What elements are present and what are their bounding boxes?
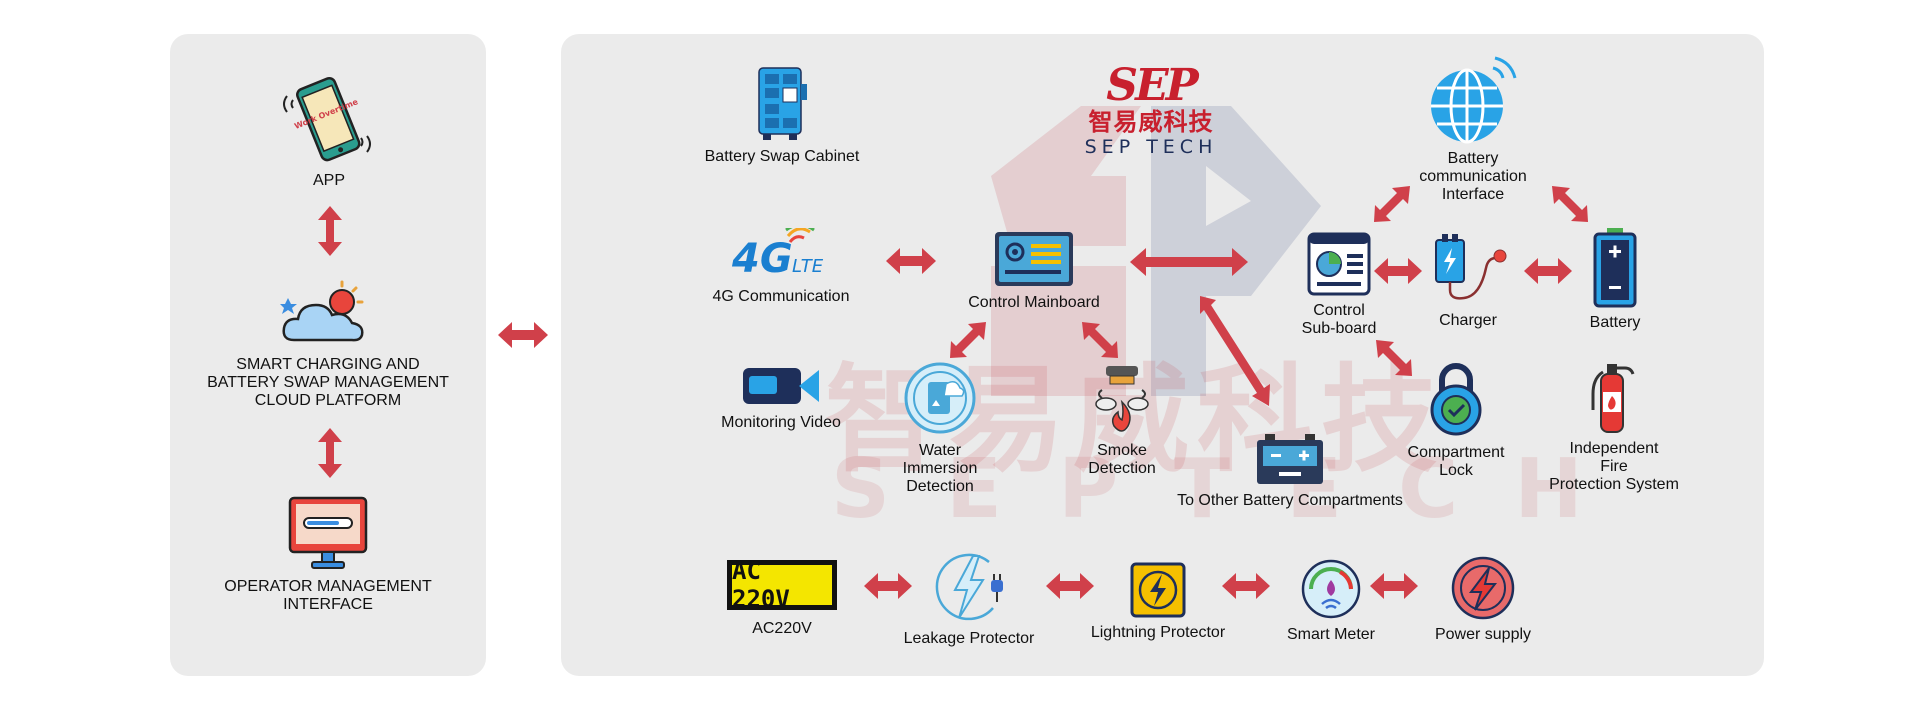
- logo-cn: 智易威科技: [1088, 108, 1214, 136]
- monitor-icon: [288, 496, 368, 569]
- app-cloud-arrow: [318, 206, 342, 256]
- cloud-icon: [280, 280, 364, 342]
- mainboard-smoke-arrow: [1082, 322, 1118, 358]
- ac-leakage-arrow: [864, 573, 912, 599]
- cabinet-label: Battery Swap Cabinet: [704, 148, 860, 165]
- smoke-icon: [1095, 366, 1149, 432]
- globe-icon: [1431, 56, 1517, 144]
- water-node: Water Immersion Detection: [890, 360, 990, 496]
- meter-supply-arrow: [1370, 573, 1418, 599]
- cloud-node: SMART CHARGING AND BATTERY SWAP MANAGEME…: [190, 280, 466, 410]
- mainboard-icon: [995, 232, 1073, 286]
- leakage-icon: [935, 553, 1003, 621]
- ac-node: AC 220V AC220V: [722, 557, 842, 638]
- power-icon: [1451, 556, 1515, 620]
- subboard-charger-arrow: [1374, 258, 1422, 284]
- svg-text:4G: 4G: [731, 236, 793, 282]
- phone-icon: Work Overtime: [283, 76, 371, 162]
- brand-logo: SEP 智易威科技 SEP TECH: [1076, 60, 1226, 159]
- lte-node: 4G LTE 4G Communication: [696, 228, 866, 306]
- meter-label: Smart Meter: [1286, 626, 1375, 643]
- logo-mark: SEP: [1106, 60, 1198, 111]
- logo-en: SEP TECH: [1084, 136, 1218, 158]
- subboard-battcomm-arrow: [1374, 186, 1410, 222]
- lock-node: Compartment Lock: [1400, 362, 1512, 480]
- subboard-label: Control Sub-board: [1301, 302, 1377, 337]
- app-label: APP: [312, 172, 345, 189]
- batt-comm-label: Battery communication Interface: [1419, 150, 1527, 203]
- smoke-node: Smoke Detection: [1070, 364, 1174, 478]
- operator-label: OPERATOR MANAGEMENT INTERFACE: [224, 578, 432, 613]
- extinguisher-icon: [1591, 364, 1635, 433]
- car-battery-icon: [1257, 434, 1323, 484]
- water-label: Water Immersion Detection: [902, 442, 978, 495]
- battcomm-battery-arrow: [1552, 186, 1588, 222]
- lightning-icon: [1130, 562, 1186, 618]
- battery-icon: [1593, 228, 1637, 308]
- lock-icon: [1430, 363, 1482, 436]
- video-label: Monitoring Video: [721, 414, 841, 431]
- lte-icon: 4G LTE: [731, 228, 824, 282]
- cabinet-node: Battery Swap Cabinet: [694, 66, 870, 166]
- charger-battery-arrow: [1524, 258, 1572, 284]
- mainboard-water-arrow: [950, 322, 986, 358]
- ac-badge-icon: AC 220V: [727, 557, 837, 613]
- smoke-label: Smoke Detection: [1088, 442, 1156, 477]
- supply-label: Power supply: [1434, 626, 1532, 643]
- camera-icon: [743, 368, 819, 404]
- subboard-other-arrow: [1200, 296, 1270, 406]
- app-node: Work Overtime APP: [270, 76, 388, 190]
- video-node: Monitoring Video: [706, 364, 856, 432]
- operator-node: OPERATOR MANAGEMENT INTERFACE: [196, 496, 460, 614]
- cloud-label: SMART CHARGING AND BATTERY SWAP MANAGEME…: [207, 356, 449, 409]
- battery-label: Battery: [1589, 314, 1641, 331]
- other-node: To Other Battery Compartments: [1160, 432, 1420, 510]
- meter-node: Smart Meter: [1276, 558, 1386, 644]
- lightning-label: Lightning Protector: [1090, 624, 1226, 641]
- subboard-icon: [1307, 232, 1371, 296]
- watermark-en: SEPTECH: [831, 442, 1639, 537]
- lte-mainboard-arrow: [886, 248, 936, 274]
- lightning-meter-arrow: [1222, 573, 1270, 599]
- cabinet-icon: [758, 67, 807, 140]
- subboard-node: Control Sub-board: [1284, 232, 1394, 338]
- fire-label: Independent Fire Protection System: [1549, 440, 1679, 493]
- svg-text:LTE: LTE: [792, 256, 824, 277]
- lock-label: Compartment Lock: [1407, 444, 1505, 479]
- leakage-label: Leakage Protector: [903, 630, 1035, 647]
- charger-icon: [1435, 234, 1507, 300]
- supply-node: Power supply: [1420, 556, 1546, 644]
- lte-label: 4G Communication: [712, 288, 850, 305]
- lightning-node: Lightning Protector: [1084, 562, 1232, 642]
- mainboard-node: Control Mainboard: [954, 230, 1114, 312]
- cloud-operator-arrow: [318, 428, 342, 478]
- leakage-node: Leakage Protector: [894, 550, 1044, 648]
- leakage-lightning-arrow: [1046, 573, 1094, 599]
- panel-link-arrow: [498, 322, 548, 348]
- batt-comm-node: Battery communication Interface: [1408, 54, 1538, 204]
- meter-icon: [1301, 559, 1361, 619]
- mainboard-label: Control Mainboard: [968, 294, 1100, 311]
- mainboard-subboard-arrow: [1130, 248, 1248, 276]
- ac-label: AC220V: [752, 620, 812, 637]
- charger-node: Charger: [1418, 232, 1518, 330]
- subboard-lock-arrow: [1376, 340, 1412, 376]
- fire-node: Independent Fire Protection System: [1534, 362, 1694, 494]
- water-sensor-icon: [904, 362, 976, 434]
- other-label: To Other Battery Compartments: [1177, 492, 1403, 509]
- battery-node: Battery: [1570, 226, 1660, 332]
- charger-label: Charger: [1439, 312, 1497, 329]
